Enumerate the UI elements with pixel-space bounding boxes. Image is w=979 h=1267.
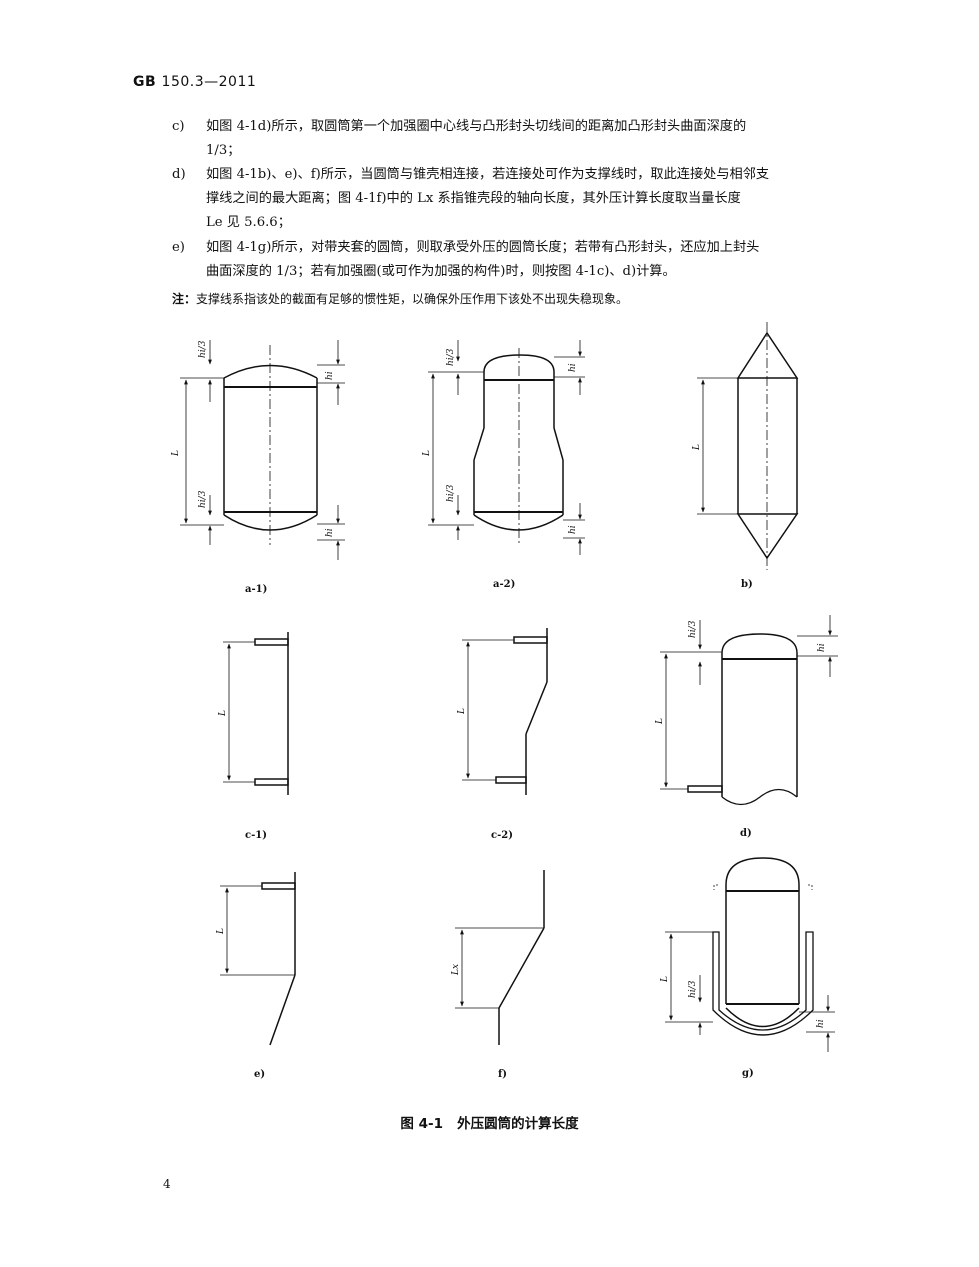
- item-line: 如图 4-1g)所示，对带夹套的圆筒，则取承受外压的圆筒长度；若带有凸形封头，还…: [206, 240, 760, 255]
- dim-L-c2: L: [457, 708, 467, 715]
- sublabel-c2: c-2): [491, 830, 513, 841]
- dim-L-c1: L: [218, 710, 228, 717]
- dim-L-b: L: [692, 444, 702, 451]
- dim-hi-a2-bottom: hi: [568, 525, 578, 534]
- standard-code: GB: [133, 74, 157, 90]
- dim-Lx-f: Lx: [451, 964, 461, 976]
- dim-L-a1: L: [171, 450, 181, 457]
- dim-hi3-g: hi/3: [688, 980, 698, 998]
- dim-hi-g: hi: [816, 1019, 826, 1028]
- top-head: [721, 633, 798, 654]
- dim-hi3-a1-bottom: hi/3: [198, 490, 208, 508]
- sublabel-c1: c-1): [245, 830, 267, 841]
- item-label: d): [172, 167, 186, 182]
- list-item-c: c) 如图 4-1d)所示，取圆筒第一个加强圈中心线与凸形封头切线间的距离加凸形…: [172, 115, 872, 163]
- item-line: 曲面深度的 1/3；若有加强圈(或可作为加强的构件)时，则按图 4-1c)、d)…: [206, 264, 676, 279]
- sublabel-d: d): [740, 828, 752, 839]
- standard-number: 150.3—2011: [161, 74, 257, 90]
- dim-hi-d: hi: [817, 643, 827, 652]
- dim-hi3-a1-top: hi/3: [198, 340, 208, 358]
- page-number: 4: [163, 1177, 171, 1191]
- diagram-b: [697, 322, 799, 570]
- diagram-g: [665, 857, 835, 1052]
- sublabel-b: b): [741, 579, 753, 590]
- dim-hi3-a2-top: hi/3: [446, 348, 456, 366]
- dim-hi-a1-bottom: hi: [325, 528, 335, 537]
- diagram-d: [660, 615, 838, 806]
- dim-hi3-a2-bottom: hi/3: [446, 484, 456, 502]
- sublabel-a2: a-2): [493, 579, 515, 590]
- diagram-a1: [180, 340, 345, 560]
- dim-L-e: L: [216, 928, 226, 935]
- caption-title: 外压圆筒的计算长度: [457, 1116, 579, 1132]
- top-head: [483, 354, 555, 373]
- dim-hi3-d: hi/3: [688, 620, 698, 638]
- bottom-head: [473, 514, 564, 531]
- top-head: [725, 857, 800, 886]
- diagram-c2: [462, 628, 548, 795]
- sublabel-e: e): [254, 1069, 265, 1080]
- sublabel-g: g): [742, 1068, 754, 1079]
- sublabel-f: f): [498, 1069, 507, 1080]
- diagram-e: [220, 872, 296, 1046]
- dim-L-d: L: [655, 718, 665, 725]
- caption-number: 图 4-1: [400, 1116, 443, 1132]
- item-label: c): [172, 119, 185, 134]
- page-header: GB 150.3—2011: [133, 74, 256, 90]
- dim-hi-a1-top: hi: [325, 371, 335, 380]
- bottom-head: [725, 1007, 800, 1028]
- note-text: 支撑线系指该处的截面有足够的惯性矩，以确保外压作用下该处不出现失稳现象。: [196, 292, 629, 306]
- item-line: 如图 4-1d)所示，取圆筒第一个加强圈中心线与凸形封头切线间的距离加凸形封头曲…: [206, 119, 747, 134]
- item-line: 撑线之间的最大距离；图 4-1f)中的 Lx 系指锥壳段的轴向长度，其外压计算长…: [206, 191, 741, 206]
- top-head: [223, 364, 318, 379]
- diagram-c1: [223, 632, 289, 795]
- note-prefix: 注：: [172, 292, 197, 306]
- dim-hi-a2-top: hi: [568, 363, 578, 372]
- bottom-head: [223, 514, 318, 531]
- list-item-e: e) 如图 4-1g)所示，对带夹套的圆筒，则取承受外压的圆筒长度；若带有凸形封…: [172, 236, 872, 284]
- dim-L-a2: L: [422, 450, 432, 457]
- item-line: Le 见 5.6.6；: [206, 215, 291, 230]
- sublabel-a1: a-1): [245, 584, 267, 595]
- list-item-d: d) 如图 4-1b)、e)、f)所示，当圆筒与锥壳相连接，若连接处可作为支撑线…: [172, 163, 872, 235]
- item-line: 如图 4-1b)、e)、f)所示，当圆筒与锥壳相连接，若连接处可作为支撑线时，取…: [206, 167, 770, 182]
- diagram-a2: [428, 340, 585, 555]
- item-label: e): [172, 240, 185, 255]
- diagram-f: [455, 870, 545, 1045]
- item-line: 1/3；: [206, 143, 241, 158]
- note: 注：支撑线系指该处的截面有足够的惯性矩，以确保外压作用下该处不出现失稳现象。: [172, 290, 872, 307]
- dim-L-g: L: [660, 976, 670, 983]
- figure-caption: 图 4-1 外压圆筒的计算长度: [0, 1112, 979, 1132]
